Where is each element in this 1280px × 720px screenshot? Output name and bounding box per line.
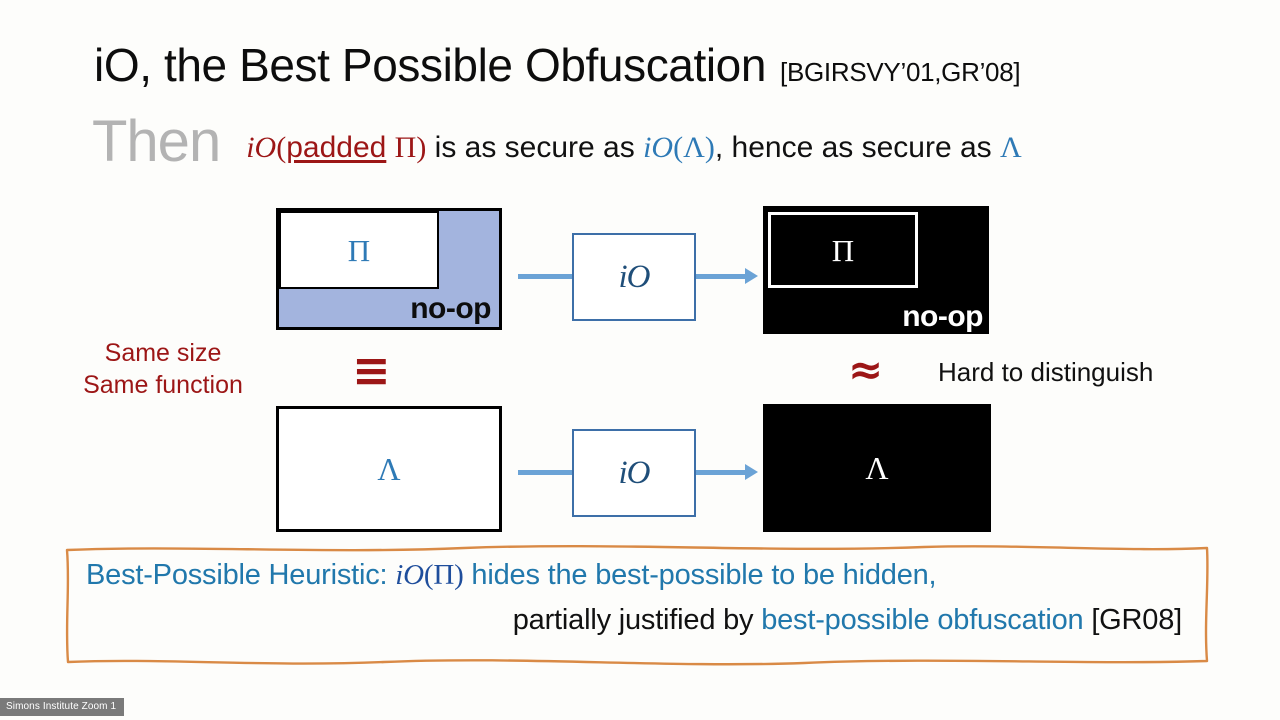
same-size-function-note: Same size Same function — [58, 338, 268, 401]
arrow-line-bottom-out — [696, 470, 746, 475]
then-lambda-1: Λ — [683, 131, 705, 164]
then-paren-open-1: ( — [276, 131, 287, 164]
lambda-symbol-plain: Λ — [377, 451, 401, 487]
io-label-bottom: iO — [618, 454, 651, 491]
identical-to-symbol-icon: ≡ — [352, 343, 391, 397]
io-label-top: iO — [618, 258, 651, 295]
justification-highlight: best-possible obfuscation — [761, 604, 1084, 636]
pi-symbol-padded: Π — [347, 232, 371, 268]
pi-symbol-obfuscated: Π — [831, 232, 855, 268]
lambda-symbol-obfuscated: Λ — [865, 450, 889, 486]
then-paren-open-2: ( — [673, 131, 684, 164]
title-main-text: iO, the Best Possible Obfuscation — [94, 39, 767, 91]
io-transform-box-bottom: iO — [572, 429, 696, 517]
then-statement-text: iO(padded Π) is as secure as iO(Λ), henc… — [246, 131, 1022, 165]
zoom-watermark-badge: Simons Institute Zoom 1 — [0, 698, 125, 716]
arrow-line-top-out — [696, 274, 746, 279]
heuristic-suffix: hides the best-possible to be hidden, — [463, 559, 937, 591]
heuristic-pi: Π — [433, 559, 455, 591]
heuristic-paren-open: ( — [423, 559, 434, 591]
lambda-program-box: Λ — [276, 406, 502, 532]
justification-prefix: partially justified by — [512, 604, 762, 636]
then-io-1: iO — [246, 131, 277, 164]
arrow-head-bottom-icon — [745, 464, 758, 480]
arrow-head-top-icon — [745, 268, 758, 284]
then-keyword: Then — [92, 109, 221, 174]
then-space-1 — [386, 131, 394, 164]
obfuscated-padded-inner-box: Π — [768, 212, 918, 288]
then-tail-text: , hence as secure as — [714, 131, 1001, 164]
then-padded-word: padded — [286, 131, 387, 164]
arrow-line-top-in — [518, 274, 572, 279]
same-function-label: Same function — [83, 370, 243, 399]
heuristic-line-1: Best-Possible Heuristic: iO(Π) hides the… — [86, 559, 1188, 592]
padded-program-box: Π no-op — [276, 208, 502, 330]
hard-to-distinguish-label: Hard to distinguish — [938, 357, 1154, 387]
obfuscated-padded-program-box: Π no-op — [763, 206, 989, 334]
then-mid-text: is as secure as — [426, 131, 644, 164]
heuristic-paren-close: ) — [454, 559, 464, 591]
noop-label-obfuscated: no-op — [902, 300, 983, 333]
then-statement-row: Then iO(padded Π) is as secure as iO(Λ),… — [92, 108, 1022, 175]
then-paren-close-2: ) — [704, 131, 715, 164]
arrow-line-bottom-in — [518, 470, 572, 475]
page-title: iO, the Best Possible Obfuscation [BGIRS… — [94, 38, 1021, 92]
then-io-2: iO — [643, 131, 674, 164]
obfuscated-lambda-box: Λ — [763, 404, 991, 532]
heuristic-callout: Best-Possible Heuristic: iO(Π) hides the… — [64, 543, 1210, 666]
heuristic-callout-content: Best-Possible Heuristic: iO(Π) hides the… — [64, 543, 1210, 637]
then-pi-1: Π — [394, 131, 417, 164]
heuristic-io: iO — [395, 559, 424, 591]
heuristic-line-2: partially justified by best-possible obf… — [86, 604, 1188, 637]
io-transform-box-top: iO — [572, 233, 696, 321]
same-size-label: Same size — [104, 339, 222, 367]
padded-program-inner-box: Π — [279, 211, 439, 289]
justification-citation: [GR08] — [1083, 604, 1182, 636]
approximately-equal-symbol-icon: ≈ — [848, 345, 884, 394]
noop-label-padded: no-op — [410, 292, 491, 325]
title-citation: [BGIRSVY’01,GR’08] — [780, 57, 1021, 87]
then-lambda-2: Λ — [1000, 131, 1022, 164]
then-paren-close-1: ) — [416, 131, 427, 164]
heuristic-prefix: Best-Possible Heuristic: — [86, 559, 396, 591]
